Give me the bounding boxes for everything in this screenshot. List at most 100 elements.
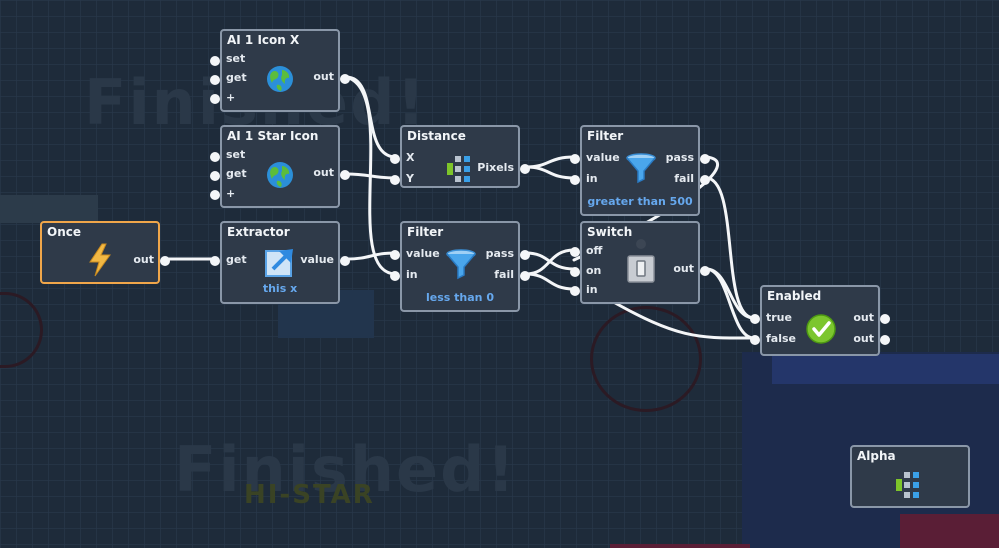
output-pin-out[interactable] xyxy=(340,170,350,180)
input-pin-in[interactable] xyxy=(570,175,580,185)
output-pin-fail[interactable] xyxy=(520,271,530,281)
node-switch[interactable]: Switch off on in out xyxy=(570,221,710,304)
node-subtitle: less than 0 xyxy=(426,291,494,304)
input-pin-get[interactable] xyxy=(210,171,220,181)
node-alpha[interactable]: Alpha xyxy=(850,445,970,508)
background-tile-strip xyxy=(0,195,98,223)
node-title: Once xyxy=(47,225,81,239)
port-label-fail: fail xyxy=(674,172,694,185)
input-pin-on[interactable] xyxy=(570,267,580,277)
input-pin-get[interactable] xyxy=(210,75,220,85)
port-label-out: out xyxy=(133,253,154,266)
node-title: Filter xyxy=(407,225,444,239)
port-label-get: get xyxy=(226,167,247,180)
wire-star-distance-y xyxy=(344,172,398,180)
port-label-get: get xyxy=(226,253,247,266)
wire-less-pass-switch-on xyxy=(524,251,576,271)
port-label-value: value xyxy=(300,253,334,266)
port-label-in: in xyxy=(586,172,598,185)
node-ai-1-star-icon[interactable]: AI 1 Star Icon set get + out xyxy=(210,125,350,208)
node-title: AI 1 Star Icon xyxy=(227,129,319,143)
output-pin-out[interactable] xyxy=(700,266,710,276)
port-label-out: out xyxy=(853,311,874,324)
input-pin-value[interactable] xyxy=(570,154,580,164)
input-pin-true[interactable] xyxy=(750,314,760,324)
input-pin-set[interactable] xyxy=(210,56,220,66)
port-label-in: in xyxy=(406,268,418,281)
node-filter-less-than[interactable]: Filter value in pass fail less than 0 xyxy=(390,221,530,312)
node-once[interactable]: Once out xyxy=(40,221,170,284)
output-pin-pass[interactable] xyxy=(520,250,530,260)
node-filter-greater-than[interactable]: Filter value in pass fail greater than 5… xyxy=(570,125,710,216)
globe-icon xyxy=(267,66,293,92)
background-red-block xyxy=(900,514,999,548)
port-label-set: set xyxy=(226,52,246,65)
port-label-value: value xyxy=(586,151,620,164)
wire-distance-filter-value xyxy=(524,155,576,169)
input-pin-off[interactable] xyxy=(570,247,580,257)
input-pin-plus[interactable] xyxy=(210,94,220,104)
input-pin-x[interactable] xyxy=(390,154,400,164)
globe-icon xyxy=(267,162,293,188)
input-pin-set[interactable] xyxy=(210,152,220,162)
port-label-y: Y xyxy=(406,172,414,185)
port-label-on: on xyxy=(586,264,602,277)
extract-arrow-icon xyxy=(265,249,293,277)
distance-grid-icon xyxy=(896,472,919,498)
funnel-icon xyxy=(446,249,476,280)
node-enabled[interactable]: Enabled true false out out xyxy=(750,285,890,356)
input-pin-in[interactable] xyxy=(390,271,400,281)
port-label-pass: pass xyxy=(665,151,694,164)
output-pin-out[interactable] xyxy=(160,256,170,266)
port-label-out: out xyxy=(313,70,334,83)
node-extractor[interactable]: Extractor get value this x xyxy=(210,221,350,304)
port-label-pass: pass xyxy=(485,247,514,260)
input-pin-false[interactable] xyxy=(750,335,760,345)
wire-less-fail-switch-in xyxy=(524,272,576,291)
wire-switch-enabled-false xyxy=(704,267,756,340)
port-label-set: set xyxy=(226,148,246,161)
wire-greater-fail-enabled xyxy=(704,176,756,320)
port-label-in: in xyxy=(586,283,598,296)
wire-less-fail-switch-off xyxy=(524,248,576,276)
node-title: Filter xyxy=(587,129,624,143)
output-pin-out[interactable] xyxy=(880,314,890,324)
output-pin-pixels[interactable] xyxy=(520,164,530,174)
input-pin-value[interactable] xyxy=(390,250,400,260)
port-label-x: X xyxy=(406,151,415,164)
port-label-plus: + xyxy=(226,91,236,104)
output-pin-out[interactable] xyxy=(880,335,890,345)
lightning-icon xyxy=(89,243,111,277)
switch-icon xyxy=(627,239,655,283)
port-label-pixels: Pixels xyxy=(477,161,514,174)
node-title: Extractor xyxy=(227,225,290,239)
background-blue-strip xyxy=(772,354,999,384)
node-title: Alpha xyxy=(857,449,896,463)
background-target-circle xyxy=(0,292,43,368)
background-finished-text: Finished! xyxy=(174,433,517,506)
node-distance[interactable]: Distance X Y Pixels xyxy=(390,125,530,188)
background-red-line xyxy=(610,544,750,548)
port-label-get: get xyxy=(226,71,247,84)
port-label-value: value xyxy=(406,247,440,260)
port-label-true: true xyxy=(766,311,792,324)
input-pin-get[interactable] xyxy=(210,256,220,266)
port-label-false: false xyxy=(766,332,796,345)
port-label-out: out xyxy=(673,262,694,275)
input-pin-in[interactable] xyxy=(570,286,580,296)
distance-grid-icon xyxy=(447,156,470,182)
input-pin-plus[interactable] xyxy=(210,190,220,200)
background-target-circle xyxy=(590,306,702,412)
output-pin-fail[interactable] xyxy=(700,175,710,185)
node-subtitle: this x xyxy=(262,282,298,295)
node-ai-1-icon-x[interactable]: AI 1 Icon X set get + out xyxy=(210,29,350,112)
output-pin-out[interactable] xyxy=(340,74,350,84)
port-label-out: out xyxy=(853,332,874,345)
node-subtitle: greater than 500 xyxy=(587,195,693,208)
background-histar-text: HI-STAR xyxy=(244,480,375,510)
output-pin-pass[interactable] xyxy=(700,154,710,164)
wire-extractor-filter-value xyxy=(344,251,398,261)
input-pin-y[interactable] xyxy=(390,175,400,185)
output-pin-value[interactable] xyxy=(340,256,350,266)
